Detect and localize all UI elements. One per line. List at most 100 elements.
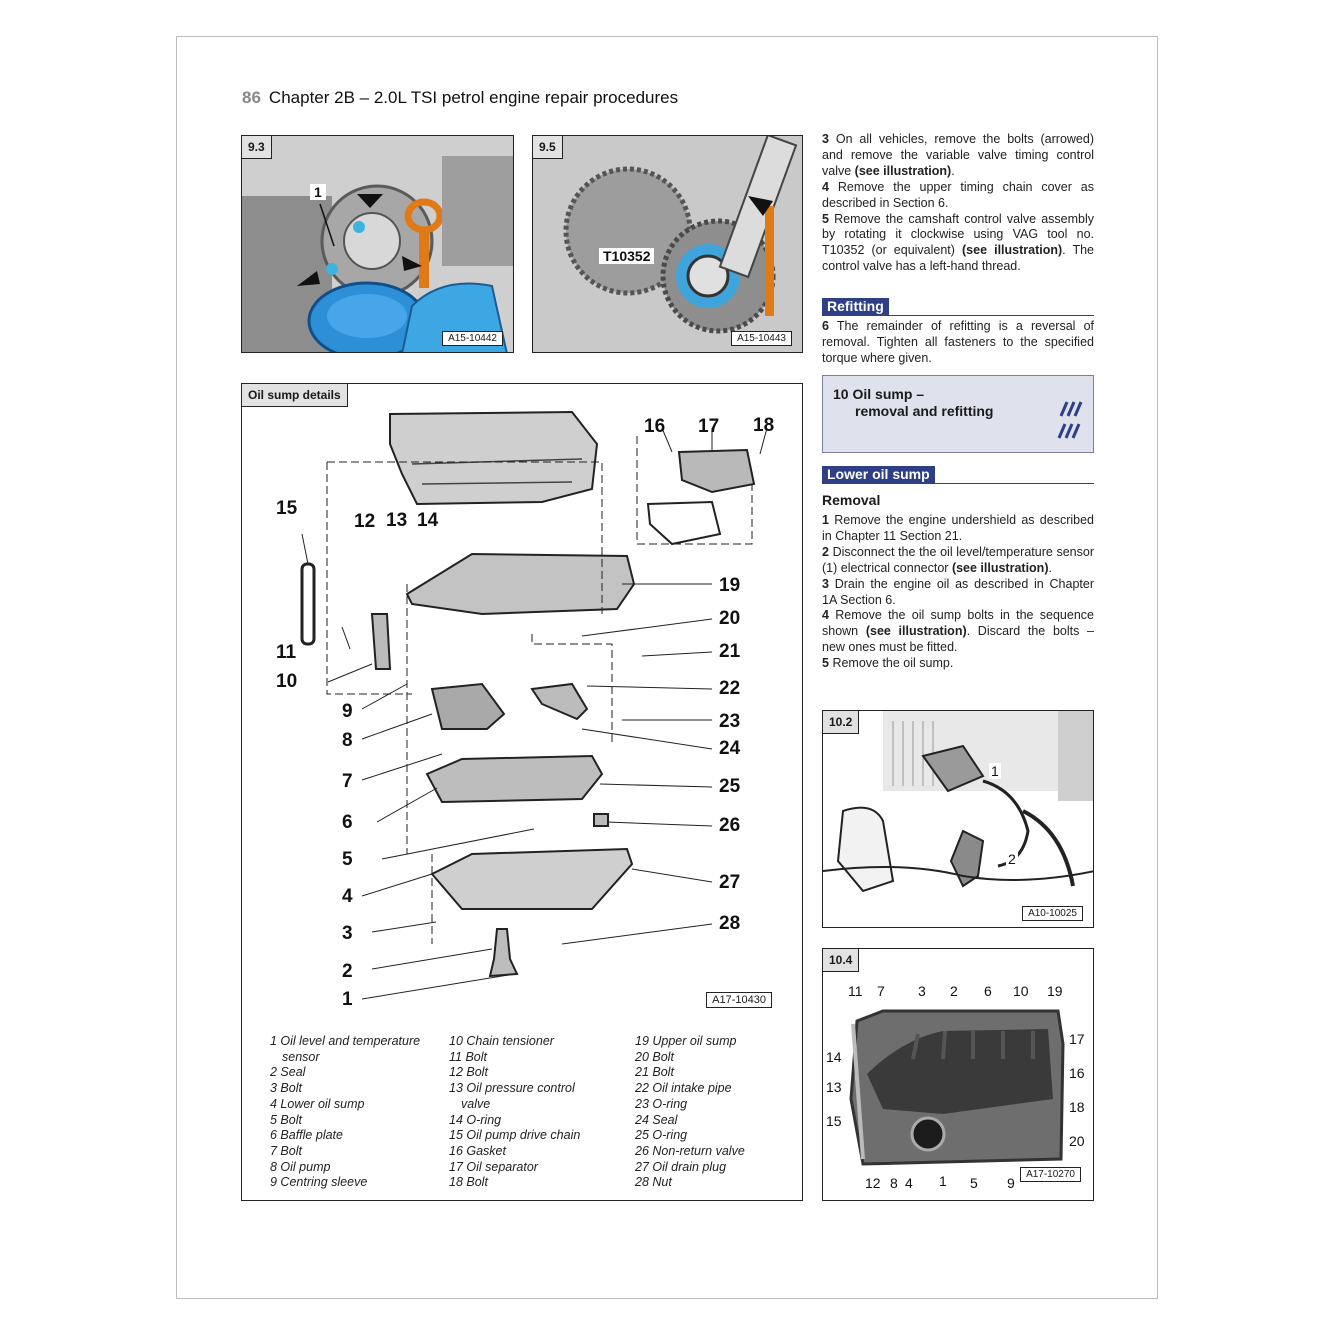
- bolt-label: 20: [1069, 1133, 1085, 1149]
- refitting-heading: Refitting: [822, 298, 889, 316]
- callout-7: 7: [342, 771, 353, 792]
- sump-bolt-sequence-illustration: [849, 1009, 1065, 1166]
- callout-2: 2: [1006, 851, 1018, 867]
- photo-tag: 9.5: [533, 136, 563, 159]
- paragraph-6-wrap: 6 The remainder of refitting is a revers…: [822, 319, 1094, 367]
- paragraph-6: 6 The remainder of refitting is a revers…: [822, 319, 1094, 365]
- bolt-label: 14: [826, 1049, 842, 1065]
- bolt-label: 8: [890, 1175, 898, 1191]
- difficulty-spanner-icon: [1057, 401, 1083, 439]
- callout-13: 13: [386, 510, 408, 531]
- paragraph-5: 5 Remove the camshaft control valve asse…: [822, 211, 1094, 274]
- bolt-label: 2: [950, 983, 958, 999]
- callout-10: 10: [276, 671, 298, 692]
- callout-6: 6: [342, 812, 353, 833]
- legend-column-3: 19 Upper oil sump 20 Bolt 21 Bolt 22 Oil…: [635, 1034, 745, 1190]
- callout-12: 12: [354, 511, 376, 532]
- bolt-label: 7: [877, 983, 885, 999]
- callout-16: 16: [644, 416, 666, 437]
- photo-tag: 10.4: [823, 949, 860, 972]
- callout-28: 28: [719, 913, 741, 934]
- callout-27: 27: [719, 872, 741, 893]
- paragraph-4: 4 Remove the upper timing chain cover as…: [822, 179, 1094, 210]
- photo-ref-code: A10-10025: [1022, 906, 1083, 921]
- callout-19: 19: [719, 575, 741, 596]
- legend-column-1: 1 Oil level and temperature sensor 2 Sea…: [270, 1034, 421, 1190]
- callout-21: 21: [719, 641, 741, 662]
- photo-ref-code: A15-10442: [442, 331, 503, 346]
- section-title-line2: removal and refitting: [855, 403, 994, 419]
- callout-15: 15: [276, 498, 298, 519]
- bolt-label: 5: [970, 1175, 978, 1191]
- bolt-label: 12: [865, 1175, 881, 1191]
- removal-subheading: Removal: [822, 492, 881, 508]
- page-header: 86 Chapter 2B – 2.0L TSI petrol engine re…: [242, 88, 678, 108]
- callout-18: 18: [753, 415, 775, 436]
- bolt-label: 13: [826, 1079, 842, 1095]
- step-5: 5 Remove the oil sump.: [822, 656, 954, 671]
- step-3: 3 Drain the engine oil as described in C…: [822, 576, 1094, 607]
- callout-5: 5: [342, 849, 353, 870]
- bolt-label: 11: [848, 983, 863, 999]
- bolt-label: 15: [826, 1113, 842, 1129]
- diagram-ref-code: A17-10430: [706, 992, 772, 1008]
- oil-sump-details-diagram: Oil sump details: [241, 383, 803, 1201]
- bolt-label: 4: [905, 1175, 913, 1191]
- refitting-rule: [822, 315, 1094, 316]
- bolt-label: 17: [1069, 1031, 1085, 1047]
- callout-20: 20: [719, 608, 741, 629]
- removal-steps: 1 Remove the engine undershield as descr…: [822, 513, 1094, 672]
- photo-10-4: 10.4 11 7 3 2 6 10 19 14 13 15 17 16 18 …: [822, 948, 1094, 1201]
- callout-1: 1: [989, 763, 1001, 779]
- photo-ref-code: A17-10270: [1020, 1167, 1081, 1182]
- right-column-text-top: 3 On all vehicles, remove the bolts (arr…: [822, 132, 1094, 275]
- chapter-title: Chapter 2B – 2.0L TSI petrol engine repa…: [268, 88, 679, 107]
- step-4: 4 Remove the oil sump bolts in the seque…: [822, 608, 1094, 655]
- photo-tag: 9.3: [242, 136, 272, 159]
- timing-chain-photo-illustration: [533, 136, 802, 352]
- bolt-label: 1: [939, 1173, 947, 1189]
- sensor-connector-illustration: [823, 711, 1093, 893]
- callout-14: 14: [417, 510, 439, 531]
- photo-ref-code: A15-10443: [731, 331, 792, 346]
- callout-1: 1: [310, 184, 326, 200]
- diagram-tag: Oil sump details: [242, 384, 348, 407]
- section-10-box: 10 Oil sump – removal and refitting: [822, 375, 1094, 453]
- photo-9-5: 9.5 T10352 A15-10443: [532, 135, 803, 353]
- bolt-label: 19: [1047, 983, 1063, 999]
- legend-column-2: 10 Chain tensioner 11 Bolt 12 Bolt 13 Oi…: [449, 1034, 581, 1190]
- photo-9-3: 9.3 1 A15-10442: [241, 135, 514, 353]
- bolt-label: 10: [1013, 983, 1029, 999]
- callout-11: 11: [276, 642, 297, 663]
- callout-26: 26: [719, 815, 741, 836]
- bolt-label: 6: [984, 983, 992, 999]
- page-number: 86: [242, 88, 261, 107]
- callout-9: 9: [342, 701, 353, 722]
- lower-sump-rule: [822, 483, 1094, 484]
- lower-sump-heading-wrap: Lower oil sump: [822, 466, 1094, 484]
- refitting-heading-wrap: Refitting: [822, 298, 1094, 316]
- callout-2: 2: [342, 961, 353, 982]
- callout-1: 1: [342, 989, 353, 1010]
- engine-photo-illustration: [242, 136, 513, 352]
- callout-22: 22: [719, 678, 741, 699]
- callout-23: 23: [719, 711, 741, 732]
- bolt-label: 16: [1069, 1065, 1085, 1081]
- photo-10-2: 10.2 1 2 A10-10025: [822, 710, 1094, 928]
- bolt-label: 18: [1069, 1099, 1085, 1115]
- bolt-label: 9: [1007, 1175, 1015, 1191]
- bolt-label: 3: [918, 983, 926, 999]
- section-title-line1: 10 Oil sump –: [833, 386, 925, 402]
- lower-sump-heading: Lower oil sump: [822, 466, 935, 484]
- exploded-view-illustration: [300, 410, 768, 1000]
- callout-3: 3: [342, 923, 353, 944]
- callout-17: 17: [698, 416, 720, 437]
- tool-label: T10352: [599, 248, 655, 264]
- step-1: 1 Remove the engine undershield as descr…: [822, 513, 1094, 543]
- photo-tag: 10.2: [823, 711, 860, 734]
- step-2: 2 Disconnect the the oil level/temperatu…: [822, 544, 1094, 575]
- callout-25: 25: [719, 776, 741, 797]
- callout-24: 24: [719, 738, 741, 759]
- callout-8: 8: [342, 730, 353, 751]
- callout-4: 4: [342, 886, 353, 907]
